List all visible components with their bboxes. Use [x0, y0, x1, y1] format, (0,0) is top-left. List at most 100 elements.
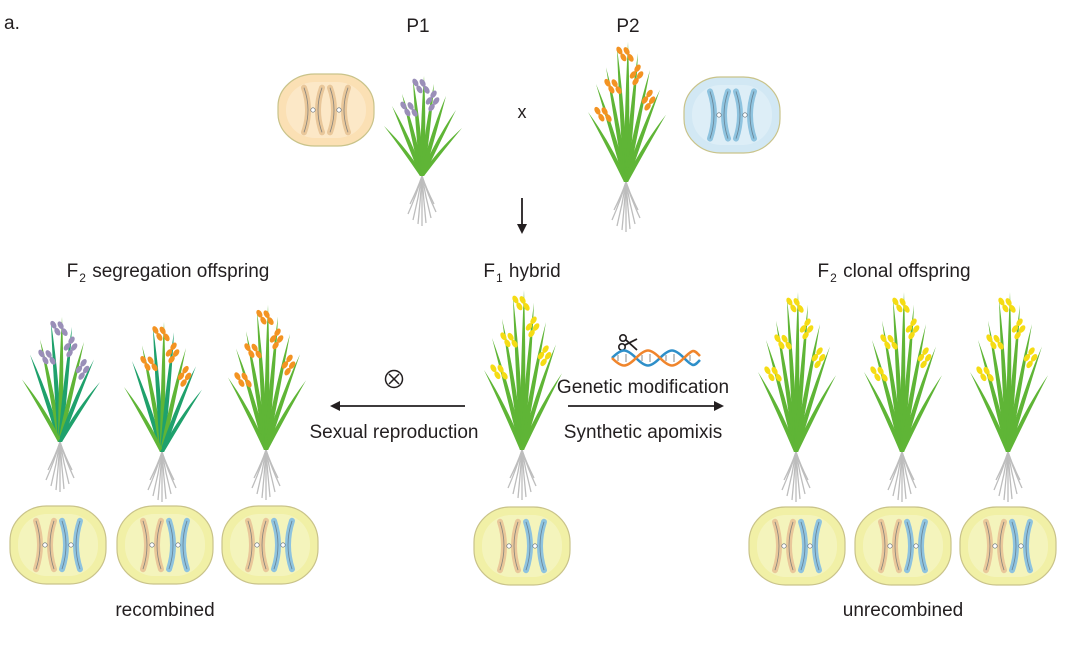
leaf	[392, 106, 424, 176]
f2-segregation-plant-2	[124, 322, 202, 502]
leaf	[384, 126, 424, 176]
panicle	[917, 347, 932, 369]
panicle	[425, 90, 440, 112]
panicle	[38, 349, 56, 365]
f1-title: F1 hybrid	[483, 261, 561, 284]
chromosome	[523, 518, 547, 574]
chromosome	[707, 88, 731, 142]
chromosome	[983, 518, 1007, 574]
panicle	[140, 356, 158, 372]
chromosome	[271, 517, 295, 573]
panicle	[774, 334, 792, 350]
chromosome	[1009, 518, 1033, 574]
leaf	[420, 128, 462, 176]
cross-symbol: x	[518, 102, 527, 122]
panicle	[412, 78, 430, 94]
panicle	[986, 334, 1004, 350]
leaf	[520, 344, 556, 450]
leaf	[58, 342, 84, 442]
panicle	[525, 316, 540, 338]
leaf	[1006, 346, 1042, 452]
f2-clonal-prefix: F	[817, 261, 830, 282]
scissors-icon	[618, 334, 638, 352]
leaf	[864, 372, 904, 452]
leaf	[758, 372, 798, 452]
panicle	[234, 372, 252, 388]
panicle	[400, 101, 418, 117]
panicle	[244, 343, 262, 359]
leaf	[794, 375, 836, 452]
roots	[407, 175, 437, 226]
panicle	[641, 89, 656, 111]
roots	[887, 451, 917, 502]
chromosome	[327, 84, 351, 136]
f2-clonal-suffix: clonal offspring	[843, 261, 971, 282]
leaf	[132, 361, 164, 452]
chromosome	[904, 518, 928, 574]
chromosome	[59, 517, 83, 573]
f1-plant	[484, 290, 562, 500]
p1-label: P1	[406, 16, 430, 37]
panicle	[998, 297, 1016, 313]
sexual-reproduction-label: Sexual reproduction	[309, 422, 479, 443]
roots	[251, 449, 281, 500]
panicle	[880, 334, 898, 350]
f2-clonal-plant-1	[758, 292, 836, 502]
chromosome	[166, 517, 190, 573]
leaf	[794, 346, 830, 452]
f2-segregation-subscript: 2	[79, 271, 86, 285]
panicle	[269, 328, 284, 350]
panicle	[281, 354, 296, 376]
f2-clonal-cell-3	[959, 506, 1057, 586]
dna-helix-icon	[611, 349, 701, 367]
p1-cell	[277, 73, 375, 147]
f2-segregation-cell-3	[221, 505, 319, 585]
leaf	[30, 354, 62, 442]
leaf	[264, 380, 306, 450]
roots	[781, 451, 811, 502]
panicle	[75, 359, 90, 380]
f1-cell	[473, 506, 571, 586]
synthetic-apomixis-label: Synthetic apomixis	[563, 422, 723, 443]
leaf	[160, 366, 196, 452]
p2-label: P2	[616, 16, 640, 37]
roots	[611, 181, 641, 232]
panicle	[490, 364, 508, 380]
panicle	[786, 297, 804, 313]
leaf	[624, 114, 666, 182]
leaf	[484, 370, 524, 450]
panicle	[892, 297, 910, 313]
panel-label: a.	[4, 13, 20, 34]
f2-segregation-cell-2	[116, 505, 214, 585]
f2-clonal-plant-2	[864, 292, 942, 502]
leaf	[900, 346, 936, 452]
leaf	[264, 354, 300, 450]
panicle	[594, 106, 612, 122]
leaf	[900, 304, 914, 452]
f2-segregation-plant-1	[22, 317, 100, 492]
p2-cell	[683, 76, 781, 154]
leaf	[160, 389, 202, 452]
panicle	[764, 366, 782, 382]
f2-segregation-title: F2 segregation offspring	[66, 261, 270, 284]
f2-segregation-suffix: segregation offspring	[92, 261, 270, 282]
f2-segregation-prefix: F	[66, 261, 79, 282]
chromosome	[497, 518, 521, 574]
f2-segregation-cell-1	[9, 505, 107, 585]
leaf	[1006, 375, 1048, 452]
leaf	[420, 110, 456, 176]
panicle	[537, 345, 552, 367]
f1-suffix: hybrid	[508, 261, 561, 282]
chromosome	[772, 518, 796, 574]
leaf	[124, 387, 164, 452]
leaf	[420, 96, 446, 176]
leaf	[588, 112, 628, 182]
p2-plant	[588, 42, 666, 232]
roots	[147, 451, 177, 502]
panicle	[1023, 347, 1038, 369]
chromosome	[301, 84, 325, 136]
f2-clonal-cell-1	[748, 506, 846, 586]
leaf	[58, 359, 94, 442]
leaf	[900, 375, 942, 452]
leaf	[520, 373, 562, 450]
